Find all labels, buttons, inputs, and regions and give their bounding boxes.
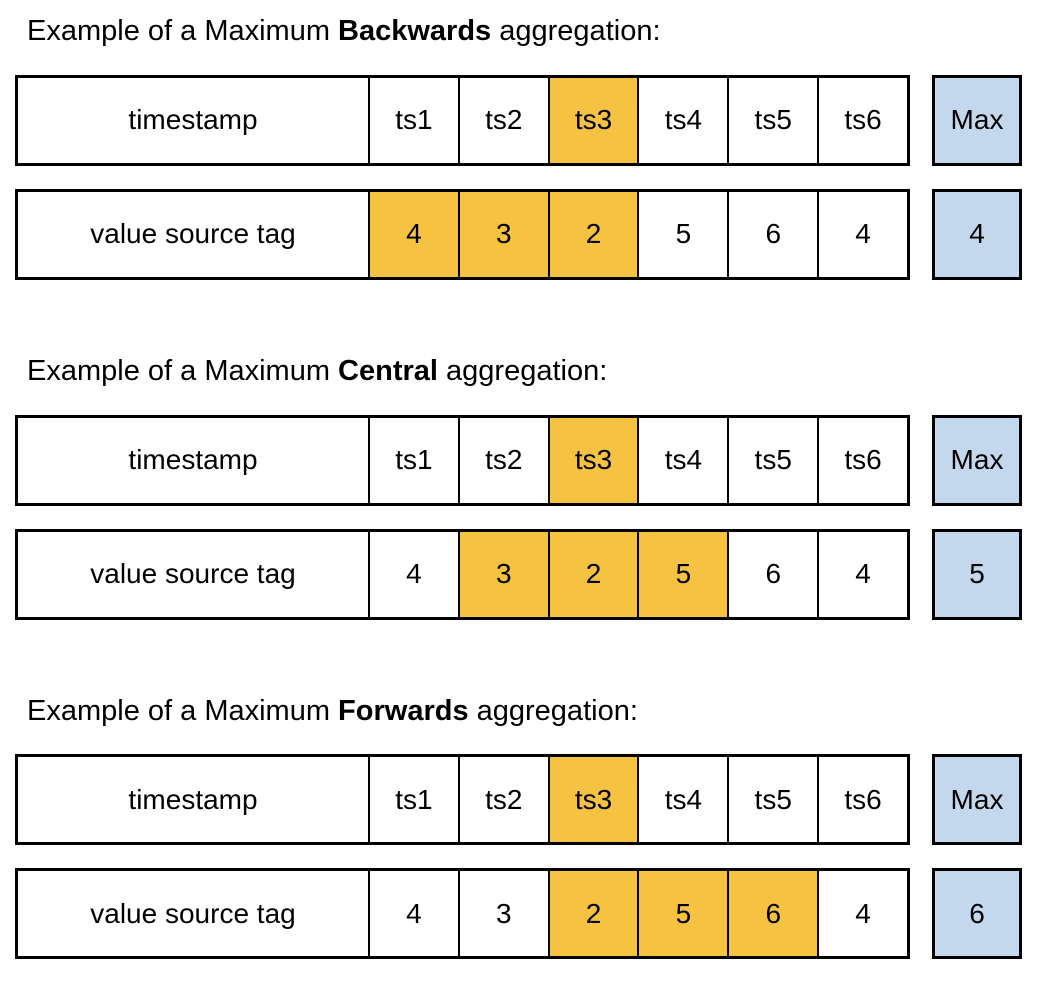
value-row: value source tag 4 3 2 5 6 4 6 [15, 868, 1022, 960]
max-header-cell: Max [932, 754, 1022, 846]
timestamp-table: timestamp ts1 ts2 ts3 ts4 ts5 ts6 [15, 414, 910, 506]
value-table: value source tag 4 3 2 5 6 4 [15, 188, 910, 280]
timestamp-cell: ts4 [637, 417, 727, 503]
timestamp-cell: ts2 [457, 757, 548, 843]
value-table: value source tag 4 3 2 5 6 4 [15, 528, 910, 620]
table-gap [910, 868, 932, 959]
value-cell: 4 [817, 191, 907, 277]
row-label: timestamp [128, 783, 258, 815]
value-cell: 3 [457, 191, 548, 277]
timestamp-cell: ts2 [457, 417, 548, 503]
section-heading: Example of a Maximum Backwards aggregati… [27, 14, 1022, 49]
heading-prefix: Example of a Maximum [27, 15, 339, 47]
value-cell: 3 [457, 871, 548, 957]
section-heading: Example of a Maximum Central aggregation… [27, 354, 1022, 389]
timestamp-cell: ts6 [817, 77, 907, 163]
timestamp-table: timestamp ts1 ts2 ts3 ts4 ts5 ts6 [15, 74, 910, 166]
timestamp-cell: ts5 [727, 417, 817, 503]
value-cell: 5 [637, 871, 728, 957]
timestamp-cell: ts4 [637, 77, 727, 163]
value-cell: 6 [727, 531, 817, 617]
heading-suffix: aggregation: [491, 15, 661, 47]
timestamp-cell: ts6 [817, 757, 907, 843]
heading-mode: Backwards [338, 15, 492, 47]
timestamp-cell: ts4 [637, 757, 727, 843]
max-header-cell: Max [932, 414, 1022, 506]
table-gap [910, 75, 932, 166]
value-table: value source tag 4 3 2 5 6 4 [15, 868, 910, 960]
table-gap [910, 415, 932, 506]
heading-suffix: aggregation: [468, 694, 638, 727]
timestamp-row: timestamp ts1 ts2 ts3 ts4 ts5 ts6 Max [15, 74, 1022, 166]
table-gap [910, 529, 932, 620]
value-row: value source tag 4 3 2 5 6 4 5 [15, 528, 1022, 620]
heading-suffix: aggregation: [437, 354, 608, 387]
heading-mode: Central [338, 354, 438, 387]
example-section-backwards: Example of a Maximum Backwards aggregati… [15, 14, 1022, 280]
timestamp-cell: ts1 [368, 757, 458, 843]
value-cell: 2 [547, 871, 638, 957]
example-section-central: Example of a Maximum Central aggregation… [15, 354, 1022, 620]
max-result-cell: 5 [932, 528, 1022, 620]
timestamp-cell: ts1 [368, 77, 458, 163]
value-cell: 5 [637, 531, 728, 617]
timestamp-cell: ts6 [817, 417, 907, 503]
section-heading: Example of a Maximum Forwards aggregatio… [27, 694, 1022, 729]
value-cell: 6 [727, 191, 817, 277]
timestamp-cell: ts2 [457, 77, 548, 163]
timestamp-cell: ts5 [727, 757, 817, 843]
heading-mode: Forwards [338, 694, 469, 727]
value-cell: 4 [368, 871, 458, 957]
row-label: timestamp [128, 444, 258, 476]
value-cell: 5 [637, 191, 727, 277]
value-cell: 6 [727, 871, 818, 957]
timestamp-cell: ts1 [368, 417, 458, 503]
value-cell: 4 [368, 191, 458, 277]
max-result-cell: 6 [932, 868, 1022, 960]
row-label: value source tag [90, 218, 296, 250]
value-row: value source tag 4 3 2 5 6 4 4 [15, 188, 1022, 280]
timestamp-row: timestamp ts1 ts2 ts3 ts4 ts5 ts6 Max [15, 754, 1022, 846]
value-cell: 4 [817, 531, 907, 617]
row-label: timestamp [128, 104, 258, 136]
value-cell: 2 [547, 531, 638, 617]
timestamp-row: timestamp ts1 ts2 ts3 ts4 ts5 ts6 Max [15, 414, 1022, 506]
timestamp-cell: ts5 [727, 77, 817, 163]
table-gap [910, 189, 932, 280]
heading-prefix: Example of a Maximum [27, 354, 339, 387]
value-cell: 4 [817, 871, 907, 957]
timestamp-table: timestamp ts1 ts2 ts3 ts4 ts5 ts6 [15, 754, 910, 846]
row-label: value source tag [90, 897, 296, 929]
value-cell: 2 [547, 191, 638, 277]
timestamp-cell: ts3 [547, 417, 638, 503]
table-gap [910, 754, 932, 845]
timestamp-cell: ts3 [547, 757, 638, 843]
row-label: value source tag [90, 558, 296, 590]
example-section-forwards: Example of a Maximum Forwards aggregatio… [15, 694, 1022, 960]
max-result-cell: 4 [932, 188, 1022, 280]
value-cell: 3 [457, 531, 548, 617]
timestamp-cell: ts3 [547, 77, 638, 163]
page: Example of a Maximum Backwards aggregati… [15, 14, 1022, 960]
value-cell: 4 [368, 531, 458, 617]
max-header-cell: Max [932, 74, 1022, 166]
heading-prefix: Example of a Maximum [27, 694, 339, 727]
